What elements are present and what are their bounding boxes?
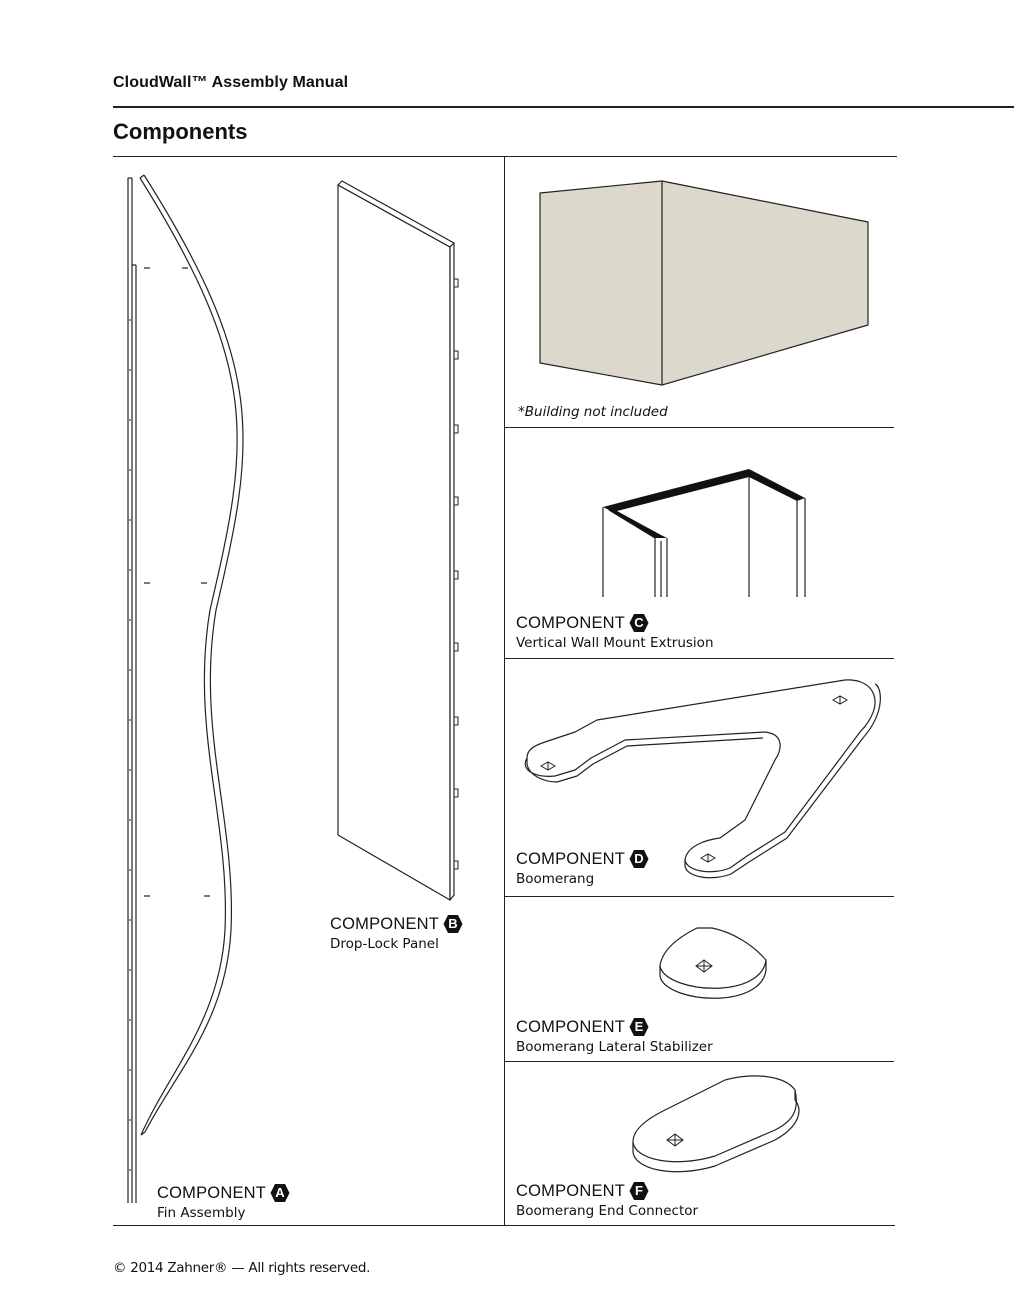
boomerang-drawing [524,679,881,879]
component-e-badge: E [629,1017,649,1037]
component-e-label: COMPONENT E [516,1017,649,1037]
component-f-name: Boomerang End Connector [516,1203,699,1219]
lateral-stabilizer-drawing [659,927,767,999]
component-e-prefix: COMPONENT [516,1017,626,1036]
row-divider-3 [505,896,894,897]
wall-mount-extrusion-drawing [602,469,806,597]
row-divider-2 [505,658,894,659]
component-c-name: Vertical Wall Mount Extrusion [516,635,714,651]
component-a-badge: A [270,1183,290,1203]
component-d-label: COMPONENT D [516,849,649,869]
building-note: *Building not included [518,404,668,420]
component-a-name: Fin Assembly [157,1205,246,1221]
component-f-prefix: COMPONENT [516,1181,626,1200]
building-drawing [539,180,869,386]
component-a-letter: A [275,1185,285,1200]
component-e-letter: E [634,1019,644,1034]
component-d-name: Boomerang [516,871,595,887]
component-c-label: COMPONENT C [516,613,649,633]
component-e-name: Boomerang Lateral Stabilizer [516,1039,713,1055]
section-rule [113,156,897,157]
column-divider [504,157,505,1225]
component-f-badge: F [629,1181,649,1201]
component-b-badge: B [443,914,463,934]
header-rule [113,106,1014,108]
component-c-prefix: COMPONENT [516,613,626,632]
component-d-letter: D [634,851,644,866]
component-b-letter: B [448,916,458,931]
component-a-prefix: COMPONENT [157,1183,267,1202]
drop-lock-panel-drawing [337,180,459,901]
component-b-prefix: COMPONENT [330,914,440,933]
component-d-badge: D [629,849,649,869]
row-divider-1 [505,427,894,428]
component-d-prefix: COMPONENT [516,849,626,868]
component-b-label: COMPONENT B [330,914,463,934]
section-title: Components [113,119,248,144]
component-f-label: COMPONENT F [516,1181,649,1201]
component-b-name: Drop-Lock Panel [330,936,439,952]
component-a-label: COMPONENT A [157,1183,290,1203]
end-connector-drawing [632,1075,800,1173]
component-c-badge: C [629,613,649,633]
document-title: CloudWall™ Assembly Manual [113,74,349,91]
component-c-letter: C [634,615,644,630]
footer-copyright: © 2014 Zahner® — All rights reserved. [113,1260,371,1276]
row-divider-4 [505,1061,894,1062]
fin-assembly-drawing [127,174,244,1203]
bottom-rule [113,1225,895,1226]
component-f-letter: F [634,1183,644,1198]
